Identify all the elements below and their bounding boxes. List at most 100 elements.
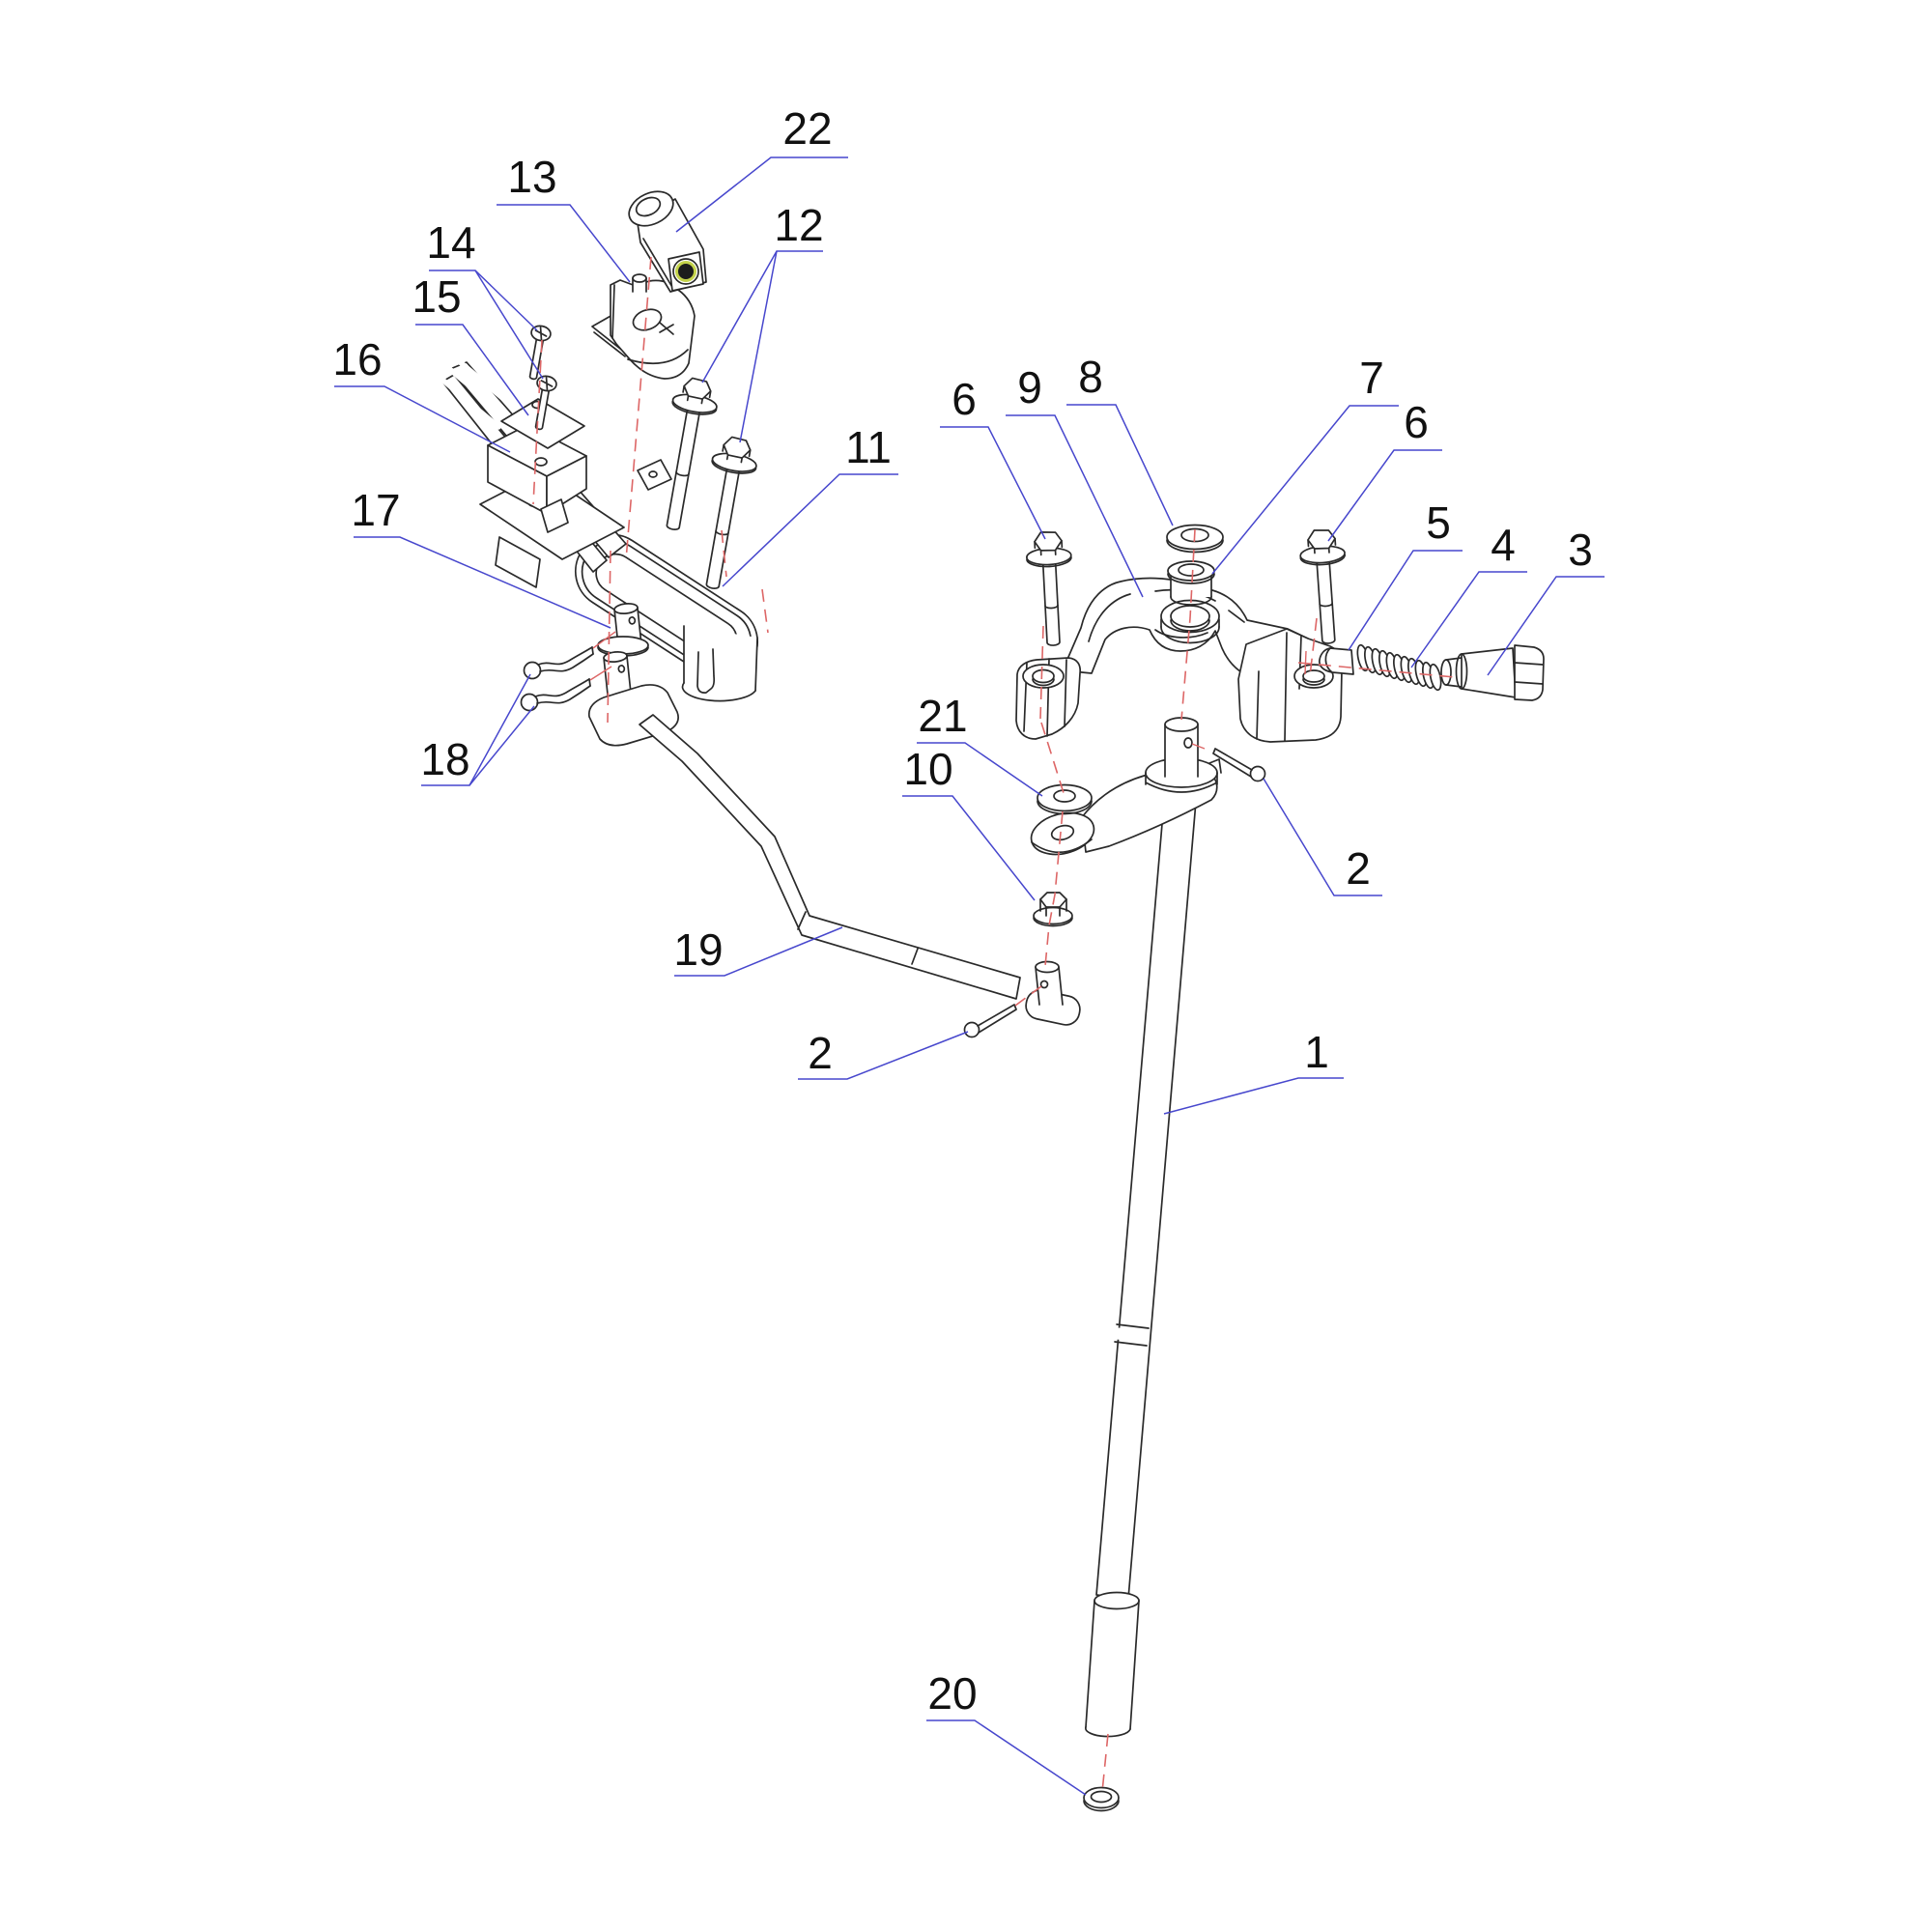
part-flange-nut-10-el202 xyxy=(1039,898,1067,917)
callout-label-4: 4 xyxy=(1491,520,1516,570)
part-bolts-12-el90 xyxy=(689,433,762,593)
part-bolts-6-el152 xyxy=(1024,529,1077,648)
callout-leader-8 xyxy=(1066,404,1174,526)
part-switch-16-el56 xyxy=(434,357,523,430)
centerlines-el221 xyxy=(592,631,616,649)
sector-plate-lobe xyxy=(1030,811,1095,856)
part-washer-21-el197 xyxy=(1053,789,1076,803)
part-cotter-pin-2-left-el110 xyxy=(963,1004,1017,1038)
callout-label-14: 14 xyxy=(426,217,475,268)
part-spring-4 xyxy=(1356,643,1442,692)
callout-leader-10 xyxy=(902,795,1036,901)
callout-label-6b: 6 xyxy=(1404,397,1429,447)
part-cam-bracket-13 xyxy=(591,273,696,380)
lever-19-boss-pin-el107 xyxy=(1035,960,1060,974)
callout-label-3: 3 xyxy=(1568,525,1593,575)
callout-label-21: 21 xyxy=(918,691,967,741)
callout-leader-21 xyxy=(917,742,1043,797)
callout-label-6a: 6 xyxy=(952,374,977,424)
part-detent-plug-5-el156 xyxy=(1324,647,1333,673)
callout-leader-9 xyxy=(1006,414,1144,598)
part-switch-16-el60 xyxy=(534,457,548,467)
callout-leader-12 xyxy=(701,250,823,384)
callout-label-11: 11 xyxy=(845,422,892,472)
centerlines-el212 xyxy=(761,588,769,634)
saddle-center-boss-el127 xyxy=(1160,626,1220,644)
part-adjuster-bolt-3-el174 xyxy=(1455,653,1468,690)
saddle-center-boss-el126 xyxy=(1160,618,1220,632)
part-clips-18 xyxy=(520,646,594,712)
centerlines-el218 xyxy=(1304,650,1307,675)
callout-label-5: 5 xyxy=(1426,497,1451,548)
part-lever-arm-22-el86 xyxy=(672,258,699,285)
cam-bracket-pin-el78 xyxy=(632,277,647,293)
sector-plate-collar-el182 xyxy=(1208,758,1222,774)
centerlines-el211 xyxy=(721,529,727,578)
callout-leader-2b xyxy=(798,1031,969,1080)
callout-label-17: 17 xyxy=(351,485,400,535)
callout-leader-18-1 xyxy=(469,705,535,786)
callout-leader-6b xyxy=(1327,449,1442,542)
part-bolts-12 xyxy=(649,374,762,593)
callout-leader-16 xyxy=(334,385,511,453)
bracket-11-sleeve-el41 xyxy=(683,625,758,692)
callout-leader-20 xyxy=(926,1719,1087,1796)
lever-19-boss-pin-el106 xyxy=(1035,966,1064,1006)
part-cotter-pin-2-left xyxy=(963,1004,1017,1038)
part-adjuster-bolt-3 xyxy=(1440,644,1545,701)
part-clips-18-el97 xyxy=(523,646,594,680)
callout-label-20: 20 xyxy=(927,1668,977,1719)
part-adjuster-bolt-3-el175 xyxy=(1514,644,1545,701)
part-bushing-7 xyxy=(1167,560,1215,606)
callout-leader-11 xyxy=(722,473,898,587)
part-lever-arm-22-el82 xyxy=(642,238,674,290)
part-cam-bracket-13-el72 xyxy=(611,284,615,339)
bracket-11-sleeve xyxy=(681,625,758,702)
centerlines-el219 xyxy=(1101,1733,1109,1793)
centerlines xyxy=(532,256,1456,1793)
bracket-11-foot-plate-el51 xyxy=(495,536,541,588)
shaft-1-sleeve-el116 xyxy=(1086,1601,1139,1729)
shaft-top-pin-el191 xyxy=(1183,737,1193,749)
part-bushing-7-el150 xyxy=(1178,563,1205,577)
callout-label-7: 7 xyxy=(1359,353,1384,403)
part-oring-20-el206 xyxy=(1090,1790,1113,1804)
saddle-right-foot-el139 xyxy=(1302,678,1325,686)
part-shaft-1-el114 xyxy=(1114,1323,1150,1347)
cam-bracket-pin-el79 xyxy=(632,273,647,283)
part-oring-20-el205 xyxy=(1083,1800,1120,1812)
callout-leader-3 xyxy=(1487,576,1605,676)
part-bolts-12-el89 xyxy=(649,374,723,534)
callout-leader-12-1 xyxy=(739,250,778,443)
shaft-1-sleeve-el117 xyxy=(1085,1600,1140,1730)
part-shaft-1-el113 xyxy=(1112,1327,1150,1343)
part-lever-arm-22-el84 xyxy=(635,196,662,217)
part-shaft-1 xyxy=(1085,778,1199,1738)
part-clips-18-el98 xyxy=(520,678,591,712)
shaft-1-sleeve-el119 xyxy=(1085,1726,1131,1738)
part-flange-nut-10 xyxy=(1033,892,1073,927)
part-bushing-7-el149 xyxy=(1167,573,1215,584)
part-cotter-pin-2-right-el193 xyxy=(1212,748,1266,782)
bracket-11-sleeve-el43 xyxy=(696,648,716,694)
shaft-top-pin-el188 xyxy=(1165,724,1198,777)
hex-socket xyxy=(675,261,696,282)
part-bolts-6-el153 xyxy=(1297,527,1352,646)
callout-leader-5 xyxy=(1348,550,1463,651)
callout-label-15: 15 xyxy=(412,271,461,322)
saddle-right-foot xyxy=(1237,628,1344,743)
sector-plate-lobe-el185 xyxy=(1031,838,1093,854)
part-detent-plug-5-el155 xyxy=(1319,647,1354,675)
part-lever-19-el101 xyxy=(639,714,1021,1000)
callout-label-22: 22 xyxy=(782,103,832,154)
shaft-top-pin xyxy=(1164,717,1199,778)
part-washer-8-el142 xyxy=(1166,539,1224,554)
part-oring-20 xyxy=(1083,1786,1120,1812)
part-shaft-1-el112 xyxy=(1095,778,1199,1600)
part-adjuster-bolt-3-el172 xyxy=(1440,659,1452,686)
centerlines-el217 xyxy=(1297,662,1456,678)
callout-leader-14-1 xyxy=(474,270,544,380)
